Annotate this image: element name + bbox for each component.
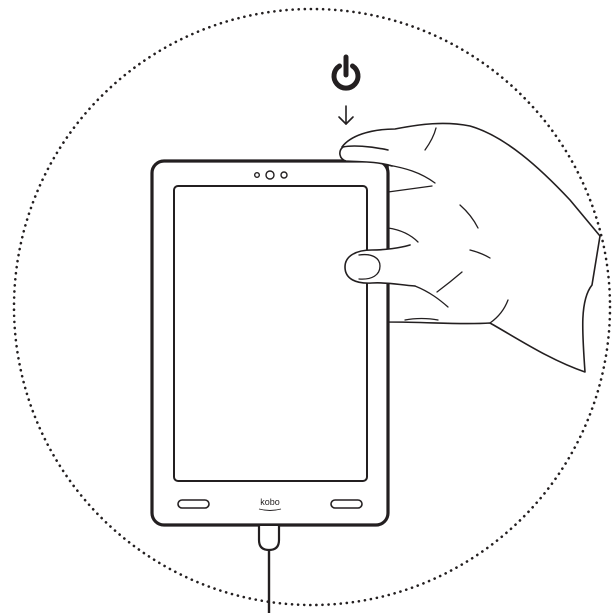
camera-icon (266, 171, 274, 179)
sensor-right (281, 172, 287, 178)
device-button-left (178, 500, 209, 508)
sensor-left (255, 173, 260, 178)
arrow-down-icon (339, 106, 353, 124)
device-screen (174, 186, 367, 481)
power-icon (334, 57, 358, 88)
device-button-right (331, 500, 362, 508)
brand-logo: kobo (260, 497, 280, 507)
